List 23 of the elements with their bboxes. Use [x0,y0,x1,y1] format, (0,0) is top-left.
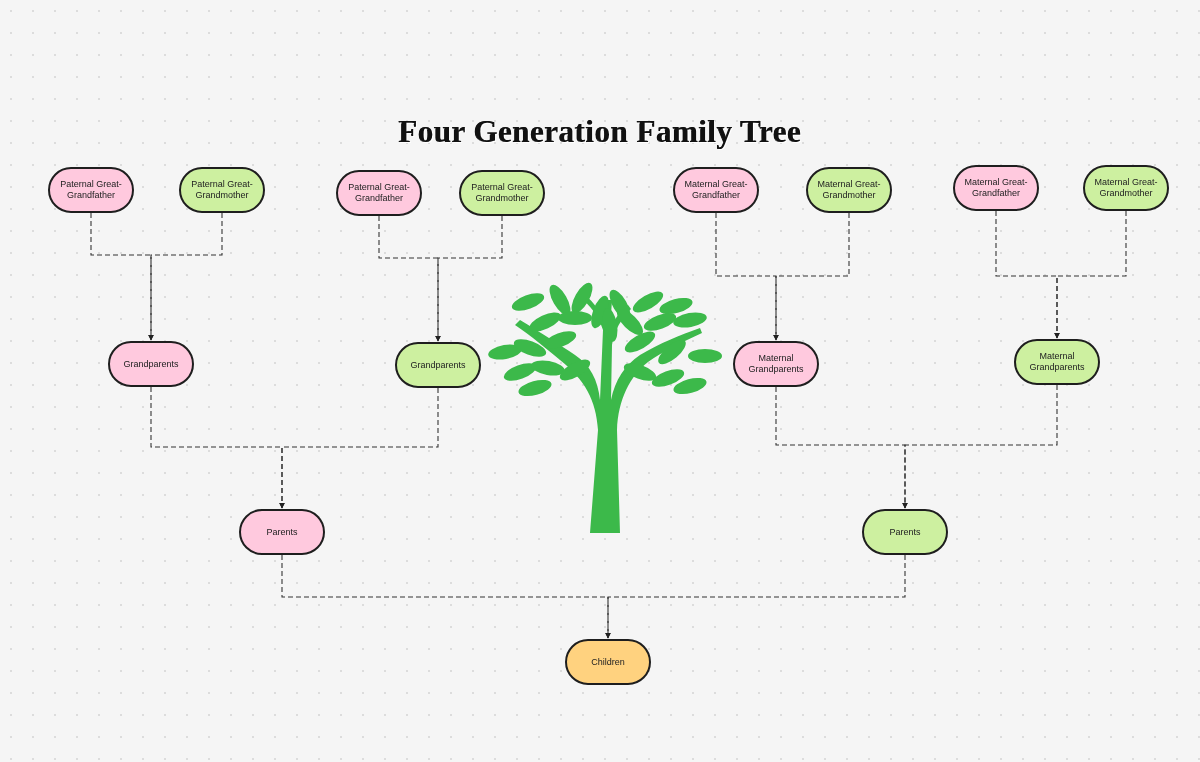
person-node: Parents [862,509,948,555]
connector-arrow [773,212,850,341]
person-node: Parents [239,509,325,555]
person-node: Grandparents [395,342,481,388]
person-node: Paternal Great-Grandfather [48,167,134,213]
person-node: Maternal Great-Grandfather [953,165,1039,211]
person-node: Maternal Great-Grandfather [673,167,759,213]
diagram-title: Four Generation Family Tree [397,114,803,150]
person-node: Maternal Great-Grandmother [806,167,892,213]
person-node: Grandparents [108,341,194,387]
connector-arrow [605,554,906,639]
person-node: Children [565,639,651,685]
person-node: Paternal Great-Grandfather [336,170,422,216]
person-node: Paternal Great-Grandmother [459,170,545,216]
person-node: Maternal Grandparents [1014,339,1100,385]
person-node: Maternal Grandparents [733,341,819,387]
connector-arrow [902,384,1058,509]
connector-arrow [279,387,439,509]
person-node: Paternal Great-Grandmother [179,167,265,213]
connector-arrow [1054,210,1127,339]
connector-arrow [148,212,223,341]
connector-arrow [435,215,503,342]
person-node: Maternal Great-Grandmother [1083,165,1169,211]
